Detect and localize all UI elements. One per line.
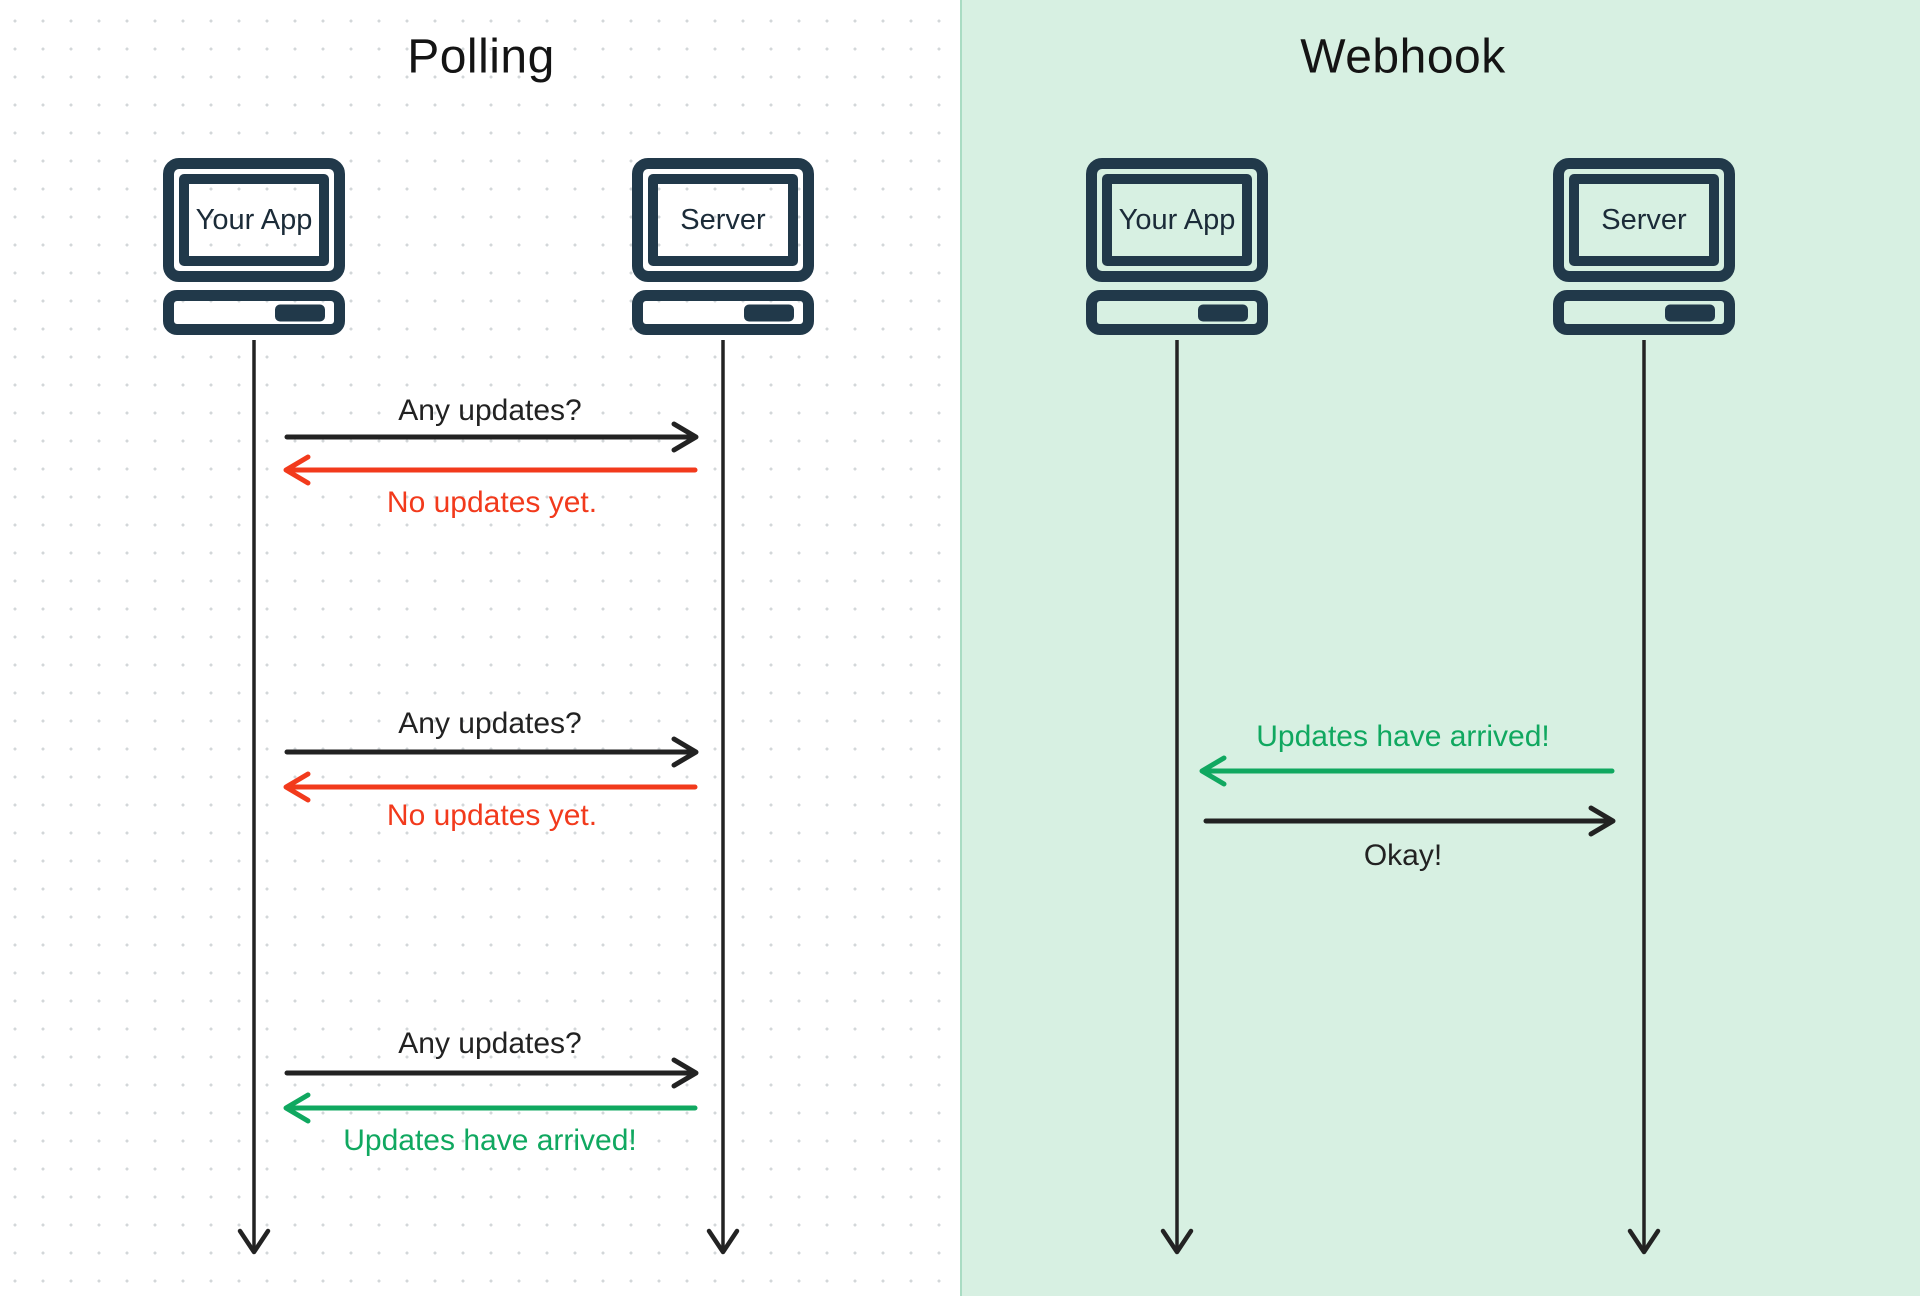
keyboard-key (744, 304, 794, 321)
arrow-webhook-ack (1203, 805, 1616, 837)
webhook-title: Webhook (1300, 30, 1506, 84)
message-response-2: No updates yet. (386, 799, 598, 832)
actor-label-server: Server (1601, 203, 1687, 236)
screen: Your App (1102, 174, 1252, 266)
webhook-server-computer-icon: Server (1553, 158, 1735, 335)
keyboard-key (1198, 304, 1248, 321)
message-request-3: Any updates? (398, 1027, 582, 1060)
message-webhook-ack: Okay! (1363, 839, 1443, 872)
arrow-request-3 (284, 1057, 699, 1089)
actor-label-your-app: Your App (195, 203, 313, 236)
message-webhook-notification: Updates have arrived! (1256, 720, 1550, 753)
webhook-your-app-computer-icon: Your App (1086, 158, 1268, 335)
arrow-request-2 (284, 736, 699, 768)
keyboard (1553, 290, 1735, 335)
monitor: Your App (163, 158, 345, 282)
arrow-response-2 (283, 771, 698, 803)
keyboard (163, 290, 345, 335)
lifeline-polling-your-app (237, 340, 271, 1255)
message-response-3: Updates have arrived! (343, 1124, 637, 1157)
lifeline-webhook-server (1627, 340, 1661, 1255)
lifeline-polling-server (706, 340, 740, 1255)
polling-title: Polling (407, 30, 555, 84)
actor-label-your-app: Your App (1118, 203, 1236, 236)
actor-label-server: Server (680, 203, 766, 236)
monitor: Server (632, 158, 814, 282)
message-request-1: Any updates? (398, 394, 582, 427)
polling-your-app-computer-icon: Your App (163, 158, 345, 335)
arrow-response-3 (283, 1092, 698, 1124)
arrow-webhook-notification (1199, 755, 1615, 787)
polling-server-computer-icon: Server (632, 158, 814, 335)
keyboard-key (275, 304, 325, 321)
keyboard (1086, 290, 1268, 335)
keyboard-key (1665, 304, 1715, 321)
message-response-1: No updates yet. (386, 486, 598, 519)
monitor: Server (1553, 158, 1735, 282)
message-request-2: Any updates? (398, 707, 582, 740)
screen: Your App (179, 174, 329, 266)
arrow-response-1 (283, 454, 698, 486)
lifeline-webhook-your-app (1160, 340, 1194, 1255)
screen: Server (648, 174, 798, 266)
arrow-request-1 (284, 421, 699, 453)
monitor: Your App (1086, 158, 1268, 282)
keyboard (632, 290, 814, 335)
screen: Server (1569, 174, 1719, 266)
webhook-panel-background (960, 0, 1920, 1296)
polling-panel-background (0, 0, 960, 1296)
